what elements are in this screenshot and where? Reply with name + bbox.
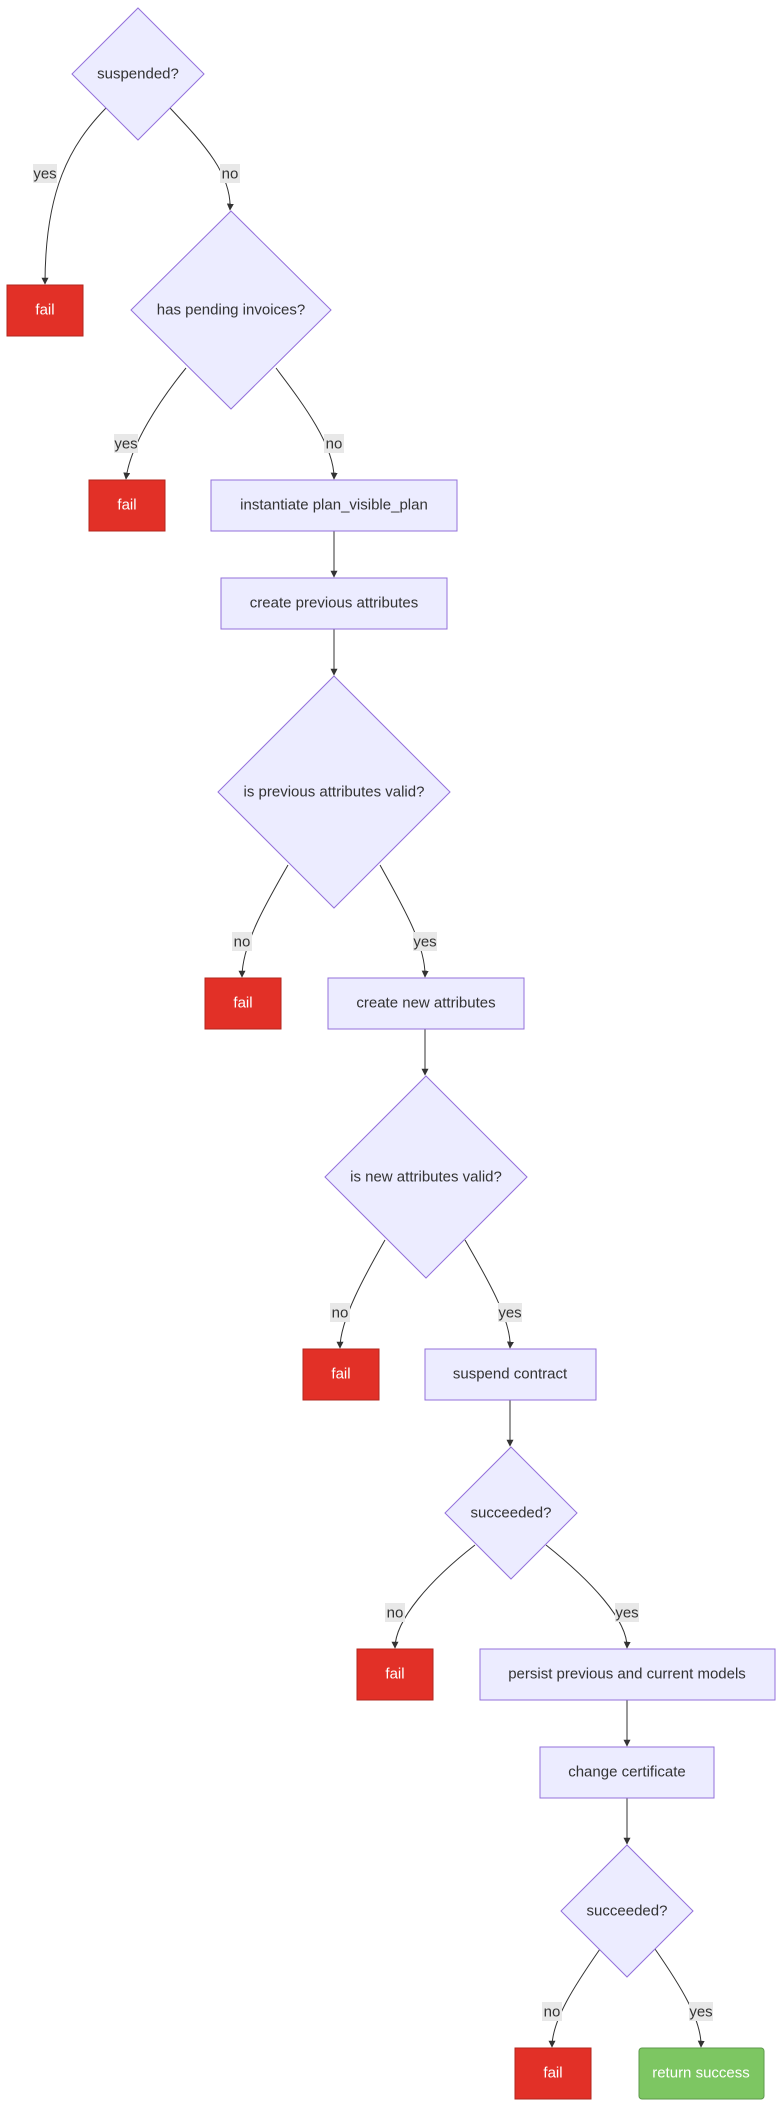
process-persist-models[interactable]: persist previous and current models bbox=[479, 1648, 776, 1701]
fail-node-suspended[interactable]: fail bbox=[6, 284, 84, 337]
decision-suspended-label: suspended? bbox=[97, 66, 179, 83]
edge-succ1-yes bbox=[545, 1544, 631, 1649]
nodes: suspended? fail has pending invoices? fa… bbox=[6, 7, 776, 2100]
edge-label-prev-no: no bbox=[234, 934, 251, 951]
fail-node-new-label: fail bbox=[331, 1366, 350, 1383]
edge-suspended-yes bbox=[41, 107, 107, 285]
edge-label-suspended-yes: yes bbox=[33, 166, 56, 183]
success-node[interactable]: return success bbox=[638, 2047, 765, 2100]
process-create-new-attributes[interactable]: create new attributes bbox=[327, 977, 525, 1030]
process-create-new-attributes-label: create new attributes bbox=[356, 995, 495, 1012]
edge-label-pending-yes: yes bbox=[114, 436, 137, 453]
edge-succ2-yes bbox=[654, 1948, 705, 2048]
edge-prev-yes bbox=[379, 864, 429, 978]
fail-node-certificate-label: fail bbox=[543, 2065, 562, 2082]
fail-node-previous-label: fail bbox=[233, 995, 252, 1012]
fail-node-suspend-label: fail bbox=[385, 1666, 404, 1683]
process-create-previous-attributes[interactable]: create previous attributes bbox=[220, 577, 448, 630]
process-change-certificate[interactable]: change certificate bbox=[539, 1746, 715, 1799]
edges bbox=[41, 107, 705, 2048]
fail-node-suspend[interactable]: fail bbox=[356, 1648, 434, 1701]
edge-suspended-no bbox=[169, 107, 234, 211]
edge-new-no bbox=[336, 1239, 386, 1349]
decision-suspended[interactable]: suspended? bbox=[71, 7, 205, 141]
process-change-certificate-label: change certificate bbox=[568, 1764, 686, 1781]
fail-node-certificate[interactable]: fail bbox=[514, 2047, 592, 2100]
edge-label-suspended-no: no bbox=[222, 166, 239, 183]
fail-node-previous[interactable]: fail bbox=[204, 977, 282, 1030]
edge-succ2-no bbox=[548, 1948, 601, 2048]
edge-label-new-yes: yes bbox=[498, 1305, 521, 1322]
success-node-label: return success bbox=[652, 2065, 750, 2082]
edge-label-succ2-yes: yes bbox=[689, 2004, 712, 2021]
edge-labels: yes no yes no no yes no yes no yes no ye… bbox=[33, 164, 713, 2021]
edge-pending-no bbox=[275, 367, 338, 480]
edge-label-succ1-yes: yes bbox=[615, 1605, 638, 1622]
decision-previous-valid[interactable]: is previous attributes valid? bbox=[217, 675, 451, 909]
decision-succeeded-certificate-label: succeeded? bbox=[587, 1903, 668, 1920]
decision-pending-invoices-label: has pending invoices? bbox=[157, 302, 305, 319]
decision-pending-invoices[interactable]: has pending invoices? bbox=[130, 210, 332, 410]
process-create-previous-attributes-label: create previous attributes bbox=[250, 595, 418, 612]
decision-previous-valid-label: is previous attributes valid? bbox=[244, 784, 425, 801]
decision-succeeded-certificate[interactable]: succeeded? bbox=[560, 1844, 694, 1978]
edge-label-succ2-no: no bbox=[544, 2004, 561, 2021]
fail-node-new[interactable]: fail bbox=[302, 1348, 380, 1401]
process-suspend-contract-label: suspend contract bbox=[453, 1366, 568, 1383]
process-suspend-contract[interactable]: suspend contract bbox=[424, 1348, 597, 1401]
decision-succeeded-suspend[interactable]: succeeded? bbox=[444, 1446, 578, 1580]
fail-node-suspended-label: fail bbox=[35, 302, 54, 319]
edge-succ1-no bbox=[391, 1544, 476, 1649]
process-persist-models-label: persist previous and current models bbox=[508, 1666, 746, 1683]
edge-prev-no bbox=[238, 864, 289, 978]
process-instantiate-plan-label: instantiate plan_visible_plan bbox=[240, 497, 428, 514]
edge-label-new-no: no bbox=[332, 1305, 349, 1322]
edge-label-prev-yes: yes bbox=[413, 934, 436, 951]
edge-label-pending-no: no bbox=[326, 436, 343, 453]
edge-pending-yes bbox=[123, 367, 187, 480]
decision-new-valid-label: is new attributes valid? bbox=[350, 1169, 502, 1186]
decision-new-valid[interactable]: is new attributes valid? bbox=[324, 1075, 528, 1279]
fail-node-pending[interactable]: fail bbox=[88, 479, 166, 532]
decision-succeeded-suspend-label: succeeded? bbox=[471, 1505, 552, 1522]
process-instantiate-plan[interactable]: instantiate plan_visible_plan bbox=[210, 479, 458, 532]
fail-node-pending-label: fail bbox=[117, 497, 136, 514]
edge-new-yes bbox=[464, 1239, 514, 1349]
edge-label-succ1-no: no bbox=[387, 1605, 404, 1622]
